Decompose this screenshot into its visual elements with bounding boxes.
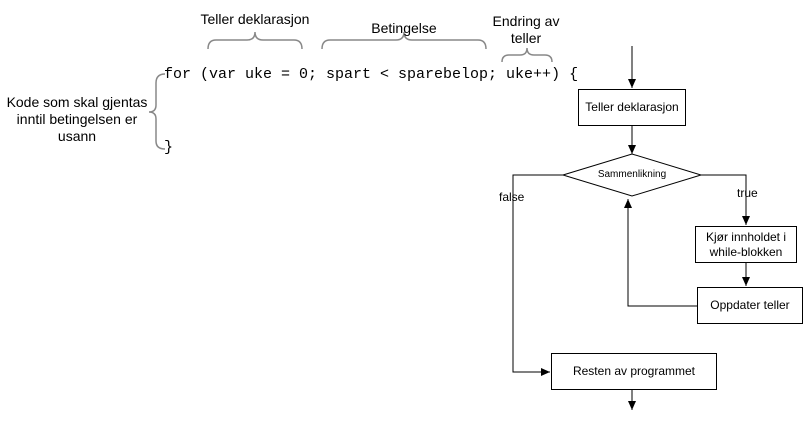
- brace-body: [148, 73, 166, 150]
- decision-label: Sammenlikning: [597, 169, 667, 180]
- box-loop-body: Kjør innholdet i while-blokken: [695, 226, 797, 263]
- annotation-counter-change: Endring av teller: [492, 13, 560, 46]
- arrow-false: [512, 174, 563, 376]
- box-rest-of-program: Resten av programmet: [551, 353, 717, 390]
- annotation-condition: Betingelse: [371, 20, 437, 36]
- brace-counter: [207, 31, 303, 50]
- code-for-line: for (var uke = 0; spart < sparebelop; uk…: [164, 66, 579, 83]
- annotation-body: Kode som skal gjentas inntil betingelsen…: [6, 94, 148, 144]
- brace-condition: [321, 31, 487, 50]
- brace-change: [501, 47, 553, 63]
- box-update-counter: Oppdater teller: [697, 287, 803, 324]
- arrow-true: [701, 174, 750, 225]
- box-counter-declaration: Teller deklarasjon: [578, 89, 686, 126]
- code-close-brace: }: [164, 139, 174, 156]
- annotation-counter-decl: Teller deklarasjon: [200, 11, 310, 27]
- label-true: true: [737, 186, 758, 200]
- arrow-loop-back: [624, 199, 697, 307]
- label-false: false: [499, 190, 525, 204]
